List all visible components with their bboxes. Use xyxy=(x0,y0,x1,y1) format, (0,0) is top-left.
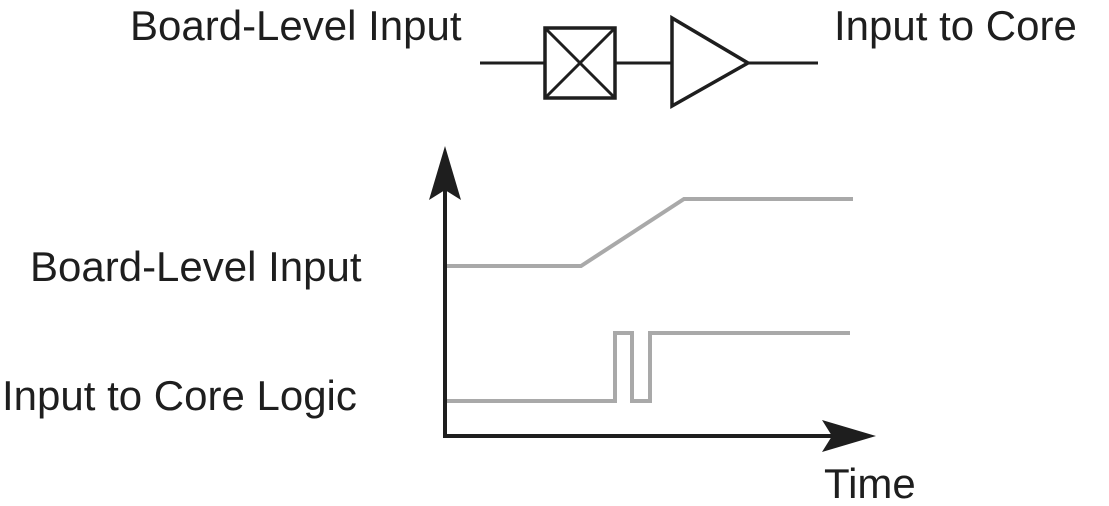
board-level-input-waveform xyxy=(447,197,853,268)
schematic-input-label: Board-Level Input xyxy=(130,2,462,49)
time-axis-label: Time xyxy=(824,460,916,506)
core-logic-input-waveform xyxy=(447,331,850,403)
vertical-axis-arrowhead-icon xyxy=(429,146,461,200)
schematic: Board-Level Input Input to Core xyxy=(130,2,1077,110)
horizontal-axis-arrowhead-icon xyxy=(822,420,876,452)
schematic-output-label: Input to Core xyxy=(834,2,1077,49)
timing-diagram: Board-Level Input Input to Core Logic Ti… xyxy=(2,146,916,506)
triangle-buffer-icon xyxy=(670,14,752,110)
boxed-x-icon xyxy=(543,26,617,100)
row-label-input-to-core-logic: Input to Core Logic xyxy=(2,372,357,419)
row-label-board-level-input: Board-Level Input xyxy=(30,243,362,290)
